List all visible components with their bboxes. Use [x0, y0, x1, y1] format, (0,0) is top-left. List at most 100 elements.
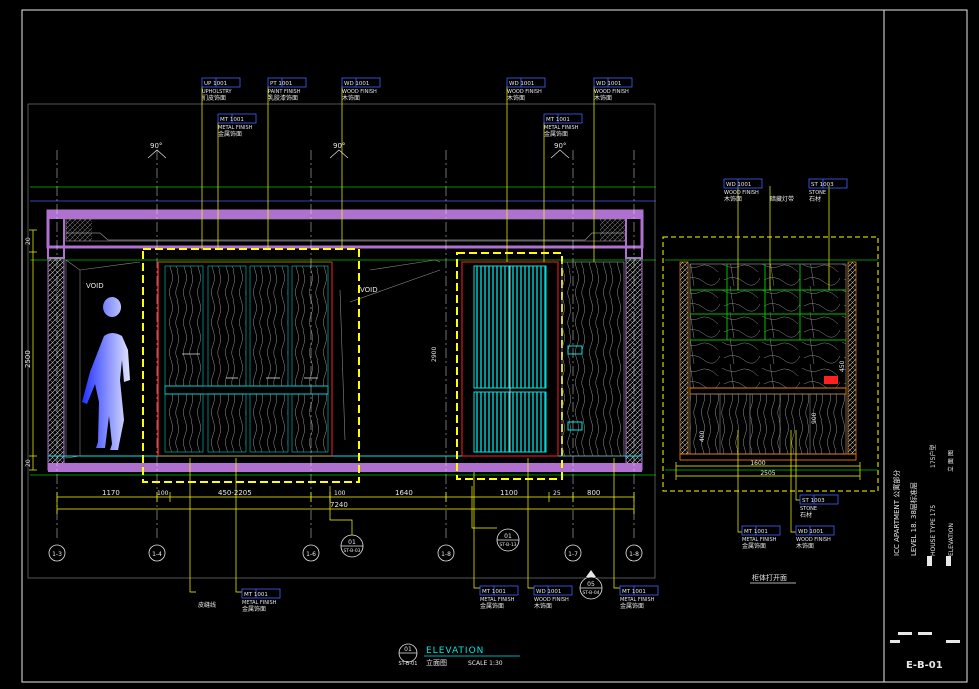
section-marker-num: 01	[504, 533, 512, 540]
title-block-house-type-cn: 175户型	[929, 445, 937, 468]
left-cabinet-outline	[142, 248, 360, 483]
callout-material-en: METAL FINISH	[218, 125, 253, 131]
title-block-sheet-no: E-B-01	[906, 660, 943, 671]
hdim-2: 100	[157, 490, 169, 497]
grid-axis-label: 1-8	[629, 551, 639, 558]
grid-axis-label: 1-7	[568, 551, 578, 558]
open-view-title: 柜体打开面	[752, 573, 787, 582]
hdim-4: 100	[334, 490, 346, 497]
callout-material-cn: 金属饰面	[544, 130, 568, 138]
callout-material-en: METAL FINISH	[742, 537, 777, 543]
drawing-title-en: ELEVATION	[426, 646, 484, 656]
section-marker-num: 01	[348, 539, 356, 546]
grid-axis-bubble	[302, 544, 320, 562]
title-block-level: LEVEL 18. 38层标准层	[909, 482, 918, 556]
callout-code: MT 1001	[744, 529, 768, 535]
callout-material-en: WOOD FINISH	[342, 89, 377, 95]
callout-code: WD 1001	[344, 81, 369, 87]
hdim-6: 1100	[500, 489, 518, 497]
grid-axis-bubble	[564, 544, 582, 562]
hdim-8: 800	[587, 489, 600, 497]
floor-slab	[48, 463, 642, 472]
callout-material-en: STONE	[800, 506, 817, 512]
open-view-dim-width: 1600	[750, 460, 765, 467]
callout-material-cn: 木饰面	[342, 94, 360, 102]
right-wood-panel	[561, 261, 625, 457]
callout-material-en: WOOD FINISH	[507, 89, 542, 95]
void-label-right: VOID	[360, 286, 378, 294]
drawing-extent-border	[27, 103, 656, 579]
callout-code: WD 1001	[726, 182, 751, 188]
callout-code: MT 1001	[482, 589, 506, 595]
callout-material-en: METAL FINISH	[480, 597, 515, 603]
title-block-house-type: HOUSE TYPE 175	[930, 505, 937, 556]
callout-material-cn: 金属饰面	[242, 605, 266, 613]
callout-material-cn: 石材	[800, 511, 812, 519]
callout-code: MT 1001	[220, 117, 244, 123]
vdim-top: 20	[25, 237, 32, 245]
main-elevation: VOID VOID 90° 90° 90° 20 2500 20 2900	[24, 142, 656, 600]
callout-code-box	[479, 585, 519, 596]
grid-axis-label: 1-6	[306, 551, 316, 558]
callout-material-en: METAL FINISH	[544, 125, 579, 131]
callout-code-box	[593, 77, 633, 88]
callout-code-box	[741, 525, 781, 536]
section-marker-num: 05	[587, 581, 595, 588]
callout-code-box	[201, 77, 241, 88]
callout-code: WD 1001	[536, 589, 561, 595]
callout-material-cn: 金属饰面	[620, 602, 644, 610]
human-figure	[82, 297, 130, 450]
title-block: ICC APARTMENT 公寓部分 LEVEL 18. 38层标准层 HOUS…	[890, 445, 960, 671]
open-view-stone-back	[689, 263, 847, 389]
open-view-base-cabinet	[689, 393, 847, 455]
callout-code: ST 1003	[802, 498, 825, 504]
callout-code-box	[723, 178, 763, 189]
callout-code: WD 1001	[596, 81, 621, 87]
material-callout: 皮缝线	[198, 601, 216, 609]
callout-material-cn: 金属饰面	[218, 130, 242, 138]
callout-code: ST 1003	[811, 182, 834, 188]
callout-material-en: METAL FINISH	[620, 597, 655, 603]
callout-material-en: METAL FINISH	[242, 600, 277, 606]
callout-material-cn: 金属饰面	[480, 602, 504, 610]
callout-code: PT 1001	[270, 81, 292, 87]
open-view-dim-base: 400	[699, 430, 706, 442]
angle-label-2: 90°	[333, 142, 345, 150]
section-marker-ref: ST-B-13	[499, 542, 516, 548]
void-label-left: VOID	[86, 282, 104, 290]
callout-material-en: UPHOLSTRY	[202, 89, 233, 95]
callout-code-box	[799, 494, 839, 505]
callout-material-cn: 木饰面	[796, 542, 814, 550]
drawing-title-scale: SCALE 1:30	[468, 660, 503, 667]
grid-axis-label: 1-8	[441, 551, 451, 558]
hdim-5: 1640	[395, 489, 413, 497]
callout-material-en: WOOD FINISH	[534, 597, 569, 603]
sheet-border	[21, 9, 968, 683]
open-view: 1600 2505 900 400 450 柜体打开面 WD 1001WOOD …	[662, 178, 879, 584]
drawing-title: 01 ST-B-01 ELEVATION 立面图 SCALE 1:30	[399, 643, 520, 667]
callout-material-cn: 暗藏灯带	[770, 195, 794, 203]
callout-code-box	[619, 585, 659, 596]
left-column	[47, 257, 65, 471]
callout-code: MT 1001	[244, 592, 268, 598]
callout-code-box	[533, 585, 573, 596]
section-marker-ref: ST-B-04	[582, 590, 599, 596]
grid-axis-label: 1-4	[152, 551, 162, 558]
hdim-total: 7240	[330, 501, 348, 509]
callout-material-cn: 皮缝线	[198, 601, 216, 609]
callout-material-cn: 木饰面	[594, 94, 612, 102]
angle-label-1: 90°	[150, 142, 162, 150]
title-block-drawing: ELEVATION	[948, 523, 955, 556]
callout-material-cn: 扪皮饰面	[202, 94, 226, 102]
vdim-height: 2500	[24, 350, 32, 368]
callout-code-box	[808, 178, 848, 189]
